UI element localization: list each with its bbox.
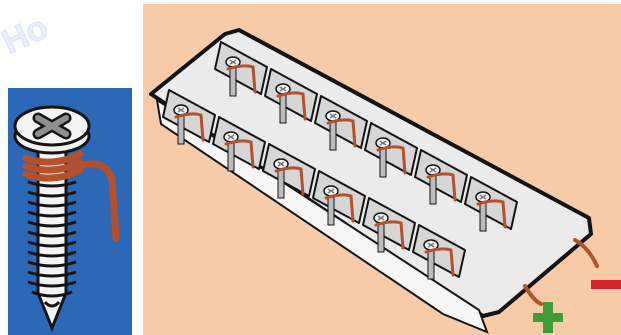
copper-wire-link xyxy=(224,139,255,169)
screw-detail-panel xyxy=(8,88,132,335)
screw-wire-electrode xyxy=(275,83,307,124)
screw-thread xyxy=(31,290,73,298)
phillips-cross xyxy=(229,59,237,65)
screw-wire-electrode xyxy=(225,56,257,97)
screw-wire-electrode xyxy=(273,158,305,199)
copper-wire-wraps xyxy=(22,150,84,182)
copper-wire-link xyxy=(426,172,457,202)
copper-wire-link xyxy=(274,166,305,196)
screw-wire-electrode xyxy=(423,239,455,280)
screw-thread xyxy=(27,200,77,208)
phillips-cross xyxy=(329,113,337,119)
screw-thread xyxy=(27,270,77,278)
phillips-cross xyxy=(277,161,285,167)
copper-wire-link xyxy=(174,112,205,142)
copper-wire-link xyxy=(324,193,355,223)
phillips-cross xyxy=(177,107,185,113)
copper-wire-link xyxy=(476,199,507,229)
phillips-cross xyxy=(227,134,235,140)
phillips-cross xyxy=(377,215,385,221)
screw-detail-illustration xyxy=(8,88,132,335)
phillips-cross xyxy=(279,86,287,92)
screw-thread xyxy=(27,230,77,238)
screw-wire-electrode xyxy=(223,131,255,172)
electrodes xyxy=(173,56,507,280)
screw-thread xyxy=(27,260,77,268)
screw-wire-electrode xyxy=(373,212,405,253)
phillips-cross xyxy=(429,167,437,173)
copper-wire-link xyxy=(376,145,407,175)
negative-lead-wire xyxy=(573,238,599,268)
ice-tray-rim xyxy=(149,28,593,318)
screw-wire-electrode xyxy=(173,104,205,145)
screw-wire-electrode xyxy=(375,137,407,178)
screw-wire-electrode xyxy=(475,191,507,232)
copper-wire-link xyxy=(424,247,455,277)
phillips-screw-head-icon xyxy=(32,112,72,140)
copper-wire-link xyxy=(374,220,405,250)
screw-thread xyxy=(27,210,77,218)
phillips-cross xyxy=(479,194,487,200)
screw-thread xyxy=(27,250,77,258)
positive-lead-wire xyxy=(523,284,543,306)
screw-thread xyxy=(27,220,77,228)
screw-thread xyxy=(27,280,77,288)
screw-wire-electrode xyxy=(325,110,357,151)
phillips-cross xyxy=(427,242,435,248)
phillips-cross xyxy=(379,140,387,146)
copper-wire-turn xyxy=(22,166,84,182)
watermark-text: Ho xyxy=(0,8,54,62)
watermark-svg: Ho xyxy=(0,8,54,63)
phillips-cross xyxy=(327,188,335,194)
watermark: Ho xyxy=(0,0,95,70)
screw-wire-electrode xyxy=(425,164,457,205)
ice-tray-battery-panel xyxy=(143,4,621,335)
copper-wire-turn xyxy=(22,158,84,174)
screw-thread xyxy=(43,300,61,308)
screw-thread xyxy=(27,240,77,248)
copper-wire-link xyxy=(276,91,307,121)
copper-wire-turn xyxy=(22,150,84,166)
ice-tray-battery-illustration xyxy=(143,4,621,335)
screw-shank xyxy=(27,146,77,333)
screw-thread xyxy=(27,180,77,188)
copper-wire-lead xyxy=(74,160,120,242)
screw-thread xyxy=(27,190,77,198)
negative-terminal-marker xyxy=(591,280,621,289)
copper-wire-link xyxy=(226,64,257,94)
copper-wire-link xyxy=(326,118,357,148)
screw-wire-electrode xyxy=(323,185,355,226)
positive-terminal-marker xyxy=(533,302,563,333)
